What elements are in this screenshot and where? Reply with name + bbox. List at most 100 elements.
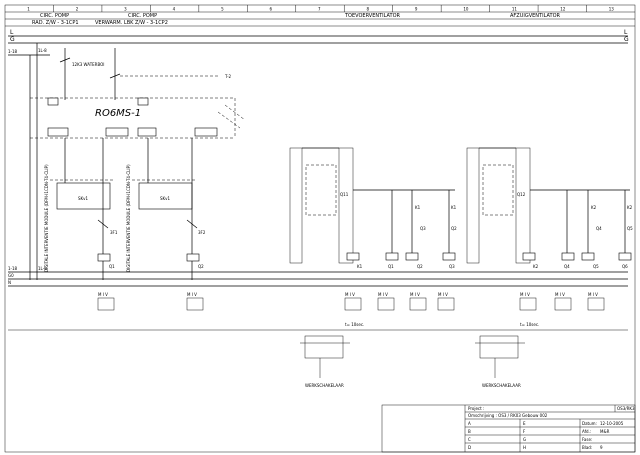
contact-q3: Q3 <box>420 226 426 231</box>
title-omschrijving: Omschrijving : OS3 / RK03 Gebouw 002 <box>468 413 548 418</box>
column-number: 2 <box>76 7 79 12</box>
rail-l-right: L <box>624 29 628 36</box>
header-rad-zw: RAD. Z/W - 3-1CP1 <box>32 20 79 26</box>
title-blad-label: Blad: <box>582 445 592 450</box>
terminal-block <box>554 297 572 311</box>
contact-k2-a: K2 <box>591 205 597 210</box>
timer-1: t= 10sec. <box>345 322 364 327</box>
coil-q2: Q2 <box>198 264 204 269</box>
title-row-e: E <box>523 421 526 426</box>
terminal-label: M I V <box>555 292 565 297</box>
column-number: 5 <box>221 7 224 12</box>
switchboard-2: WERKSCHAKELAAR <box>482 383 521 388</box>
column-number: 11 <box>512 7 518 12</box>
coil-k2: K2 <box>533 264 539 269</box>
coil-q5: Q5 <box>593 264 599 269</box>
coil-k1: K1 <box>357 264 363 269</box>
ro6ms-module-title: RO6MS-1 <box>95 108 141 119</box>
title-blad: 9 <box>600 445 603 450</box>
bus-top-tag: 1L-8 <box>38 48 47 53</box>
coil-q1: Q1 <box>109 264 115 269</box>
rail-g-right: G <box>624 36 629 43</box>
title-project-label: Project : <box>468 406 484 411</box>
rail-n: N <box>8 280 11 285</box>
contact-q4: Q4 <box>596 226 602 231</box>
contact-k1-a: K1 <box>415 205 421 210</box>
contact-q5: Q5 <box>627 226 633 231</box>
coil-q4: Q4 <box>564 264 570 269</box>
title-row-a: A <box>468 421 471 426</box>
contact-k2-b: K2 <box>627 205 633 210</box>
column-number: 10 <box>463 7 469 12</box>
terminal-block <box>377 297 395 311</box>
header-toevoerventilator: TOEVOERVENTILATOR <box>344 13 401 19</box>
bus-bot-tag: 1L-8 <box>38 266 47 271</box>
title-project-code: OS3/RK3 <box>617 406 635 411</box>
header-circ-pomp-1: CIRC. POMP <box>40 13 69 19</box>
column-number: 7 <box>318 7 321 12</box>
thermostat-label: 12K3 WATERBOI <box>72 62 104 67</box>
terminal-block <box>97 297 115 311</box>
title-row-d: D <box>468 445 471 450</box>
terminal-label: M I V <box>438 292 448 297</box>
title-row-b: B <box>468 429 471 434</box>
title-datum: 12-10-2005 <box>600 421 624 426</box>
column-number: 9 <box>415 7 418 12</box>
terminal-label: M I V <box>520 292 530 297</box>
terminal-block <box>344 297 362 311</box>
column-number: 1 <box>27 7 30 12</box>
title-row-c: C <box>468 437 471 442</box>
t2-ref: T-2 <box>224 74 232 79</box>
bus-top-ref: 1-18 <box>8 49 18 54</box>
column-number: 8 <box>366 7 369 12</box>
fan-label-q11: Q11 <box>340 192 349 197</box>
contact-k1-b: K1 <box>451 205 457 210</box>
rail-g0: G0 <box>8 273 14 278</box>
terminal-block <box>409 297 427 311</box>
rail-l-top: L <box>10 29 14 36</box>
timer-2: t= 10sec. <box>520 322 539 327</box>
dim-module-label-1: DIGITALE INTERVENTIE MODULE (DFM-I1CDN-T… <box>44 164 49 272</box>
column-number: 13 <box>609 7 615 12</box>
title-row-h: H <box>523 445 526 450</box>
switchboard-1: WERKSCHAKELAAR <box>305 383 344 388</box>
contact-q2: Q2 <box>451 226 457 231</box>
dim-module-label-2: DIGITALE INTERVENTIE MODULE (DFM-I1CDN-T… <box>126 164 131 272</box>
coil-q1b: Q1 <box>388 264 394 269</box>
terminal-label: M I V <box>187 292 197 297</box>
title-fase-label: Fase: <box>582 437 592 442</box>
fan-label-q12: Q12 <box>517 192 526 197</box>
title-afd: M&R <box>600 429 610 434</box>
terminal-label: M I V <box>410 292 420 297</box>
column-number: 3 <box>124 7 127 12</box>
coil-q3: Q3 <box>449 264 455 269</box>
dim-module-name-1: SKv1 <box>78 196 89 201</box>
title-afd-label: Afd.: <box>582 429 591 434</box>
column-number: 6 <box>270 7 273 12</box>
coil-q6: Q6 <box>622 264 628 269</box>
terminal-label: M I V <box>345 292 355 297</box>
header-verwarm: VERWARM. LBK Z/W - 3-1CP2 <box>95 20 168 26</box>
header-afzuigventilator: AFZUIGVENTILATOR <box>510 13 561 19</box>
fuse-3f2: 3F2 <box>198 230 206 235</box>
terminal-label: M I V <box>378 292 388 297</box>
terminal-label: M I V <box>98 292 108 297</box>
bus-bot-ref: 1-18 <box>8 266 18 271</box>
title-row-f: F <box>523 429 526 434</box>
rail-g-top: G <box>10 36 15 43</box>
terminal-block <box>587 297 605 311</box>
terminal-label: M I V <box>588 292 598 297</box>
dim-module-name-2: SKv1 <box>160 196 171 201</box>
column-number: 12 <box>560 7 566 12</box>
fuse-3f1: 3F1 <box>110 230 118 235</box>
terminal-block <box>186 297 204 311</box>
header-circ-pomp-2: CIRC. POMP <box>128 13 157 19</box>
terminal-block <box>519 297 537 311</box>
terminal-block <box>437 297 455 311</box>
title-datum-label: Datum: <box>582 421 597 426</box>
column-number: 4 <box>173 7 176 12</box>
title-row-g: G <box>523 437 526 442</box>
